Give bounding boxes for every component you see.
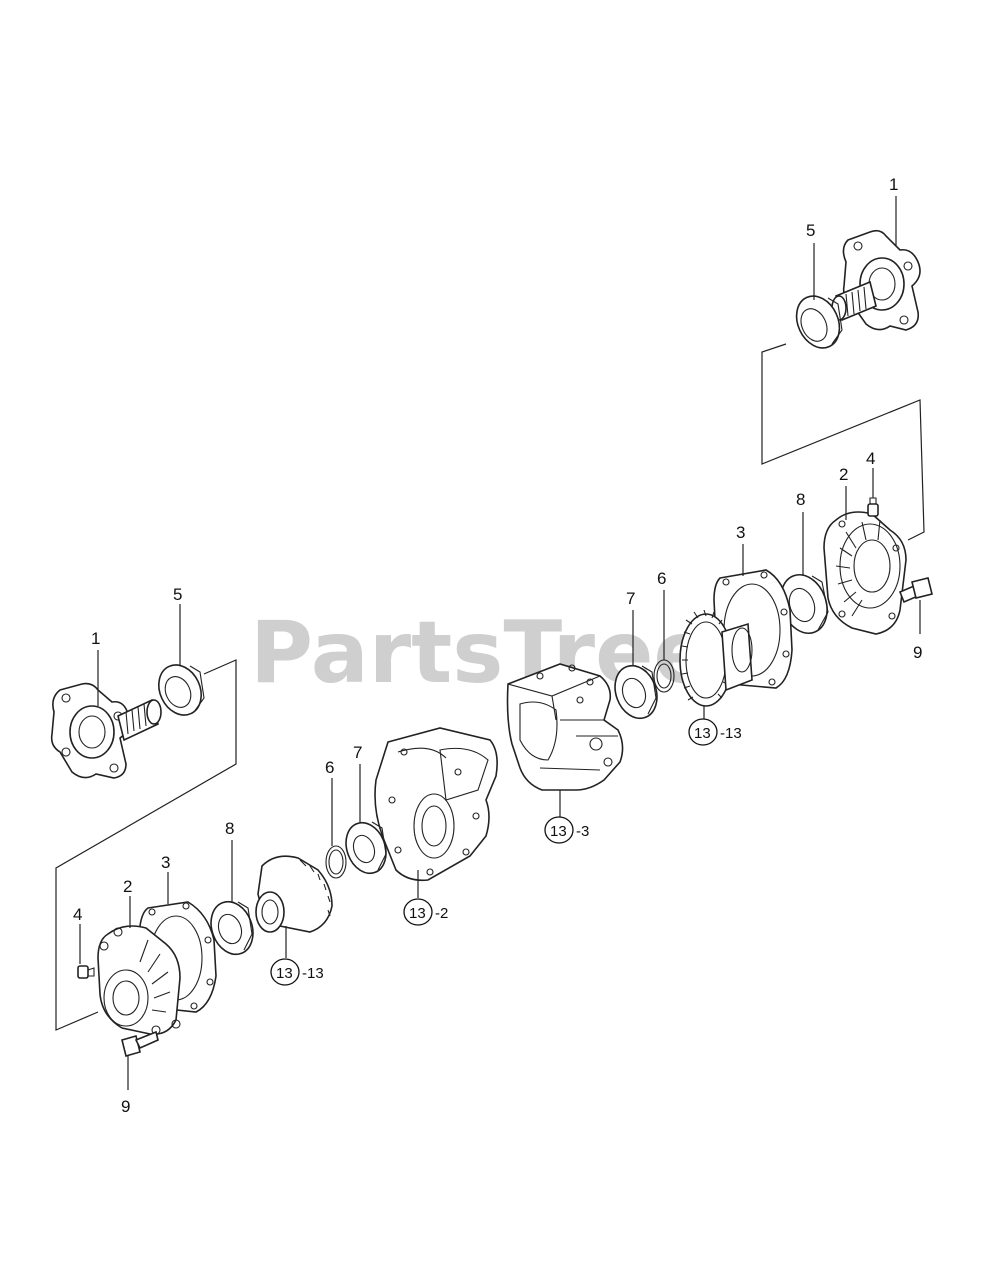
seal-left[interactable] <box>151 658 209 722</box>
label-left-2: 2 <box>123 877 132 896</box>
label-left-8: 8 <box>225 819 234 838</box>
callout-gear-left[interactable]: 13 -13 <box>270 958 324 986</box>
label-right-9: 9 <box>913 643 922 662</box>
svg-text:13: 13 <box>694 725 711 742</box>
ring-gear-left[interactable] <box>255 855 333 933</box>
label-mid-7: 7 <box>626 589 635 608</box>
label-left-6: 6 <box>325 758 334 777</box>
label-left-4: 4 <box>73 905 82 924</box>
svg-text:-2: -2 <box>435 905 448 922</box>
svg-text:13: 13 <box>550 823 567 840</box>
ring-gear-right[interactable] <box>679 609 753 707</box>
flange-shaft-right[interactable] <box>831 229 921 331</box>
label-left-1: 1 <box>91 629 100 648</box>
label-right-8: 8 <box>796 490 805 509</box>
bearing-mid[interactable] <box>608 660 664 724</box>
bolt-right[interactable] <box>898 577 933 604</box>
label-left-3: 3 <box>161 853 170 872</box>
bearing-left-8[interactable] <box>204 896 260 960</box>
gear-case-left[interactable] <box>374 727 498 882</box>
label-right-1: 1 <box>889 175 898 194</box>
svg-text:13: 13 <box>276 965 293 982</box>
bolt-small-right[interactable] <box>867 497 879 517</box>
label-mid-6: 6 <box>657 569 666 588</box>
label-right-5: 5 <box>806 221 815 240</box>
callout-housing-left[interactable]: 13 -2 <box>403 898 448 926</box>
label-right-3: 3 <box>736 523 745 542</box>
callout-housing-center[interactable]: 13 -3 <box>544 816 589 844</box>
label-left-5: 5 <box>173 585 182 604</box>
bolt-left[interactable] <box>121 1030 159 1057</box>
label-right-2: 2 <box>839 465 848 484</box>
bearing-right[interactable] <box>773 568 835 639</box>
bolt-small-left[interactable] <box>77 965 95 979</box>
label-right-4: 4 <box>866 449 875 468</box>
hub-housing-right[interactable] <box>823 511 907 635</box>
svg-text:-13: -13 <box>720 725 742 742</box>
label-left-9: 9 <box>121 1097 130 1116</box>
svg-text:-13: -13 <box>302 965 324 982</box>
label-left-7: 7 <box>353 743 362 762</box>
seal-right[interactable] <box>788 289 847 355</box>
snap-ring-left[interactable] <box>325 845 347 879</box>
svg-text:-3: -3 <box>576 823 589 840</box>
bearing-left-7[interactable] <box>339 817 392 879</box>
callout-gear-right[interactable]: 13 -13 <box>688 718 742 746</box>
hub-housing-left[interactable] <box>97 925 181 1036</box>
svg-text:13: 13 <box>409 905 426 922</box>
flange-shaft-left[interactable] <box>50 682 162 779</box>
gear-case-center[interactable] <box>506 663 624 791</box>
